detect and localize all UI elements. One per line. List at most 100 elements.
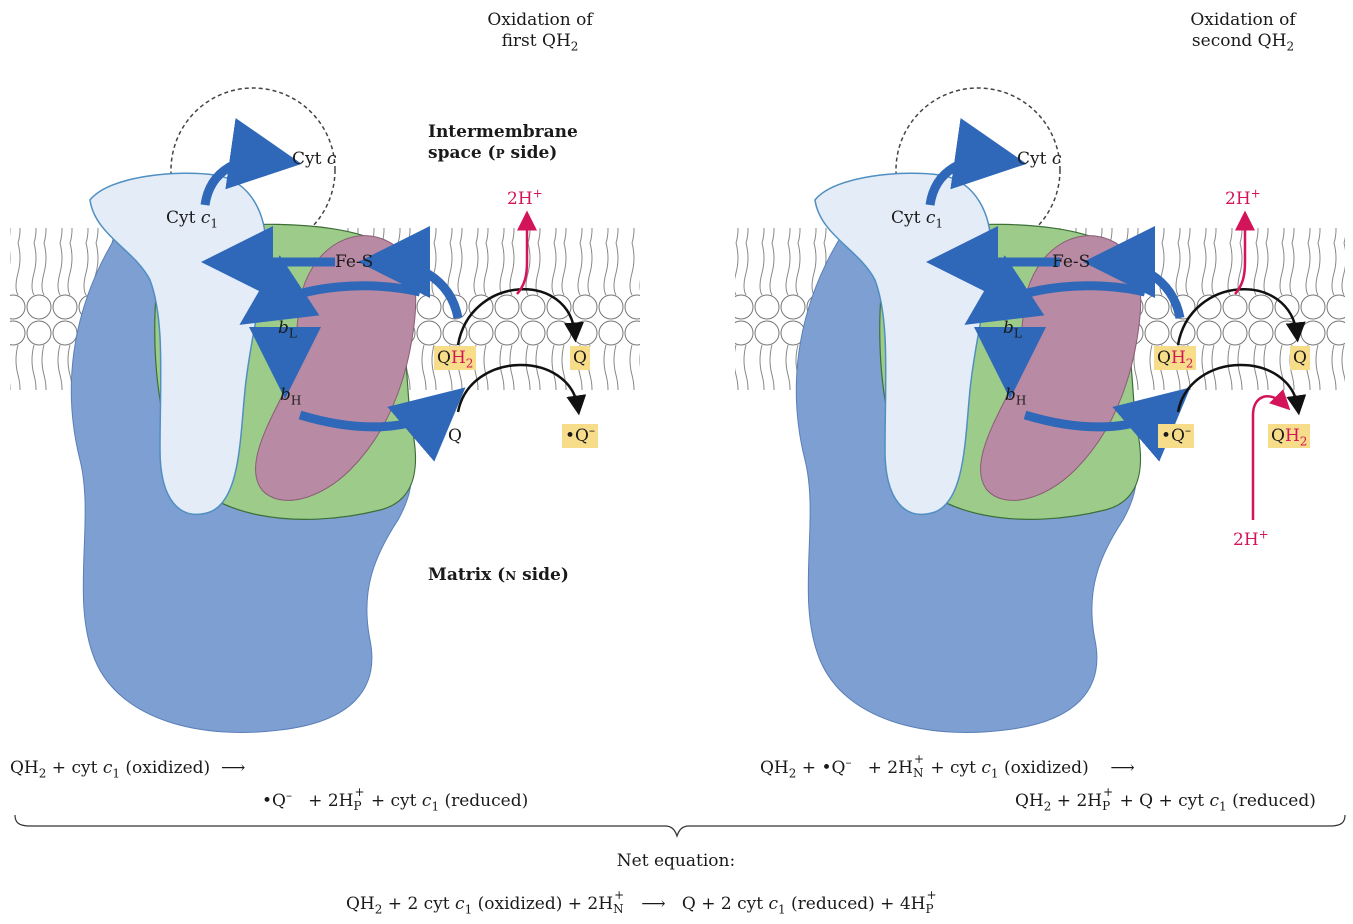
bh-sub: H [291,393,301,407]
cyt-c1-italic-2: c [926,208,936,228]
eq2-q: Q [832,758,846,778]
eq2-hp: +P [1102,796,1114,806]
qh2-h-2: H [1171,348,1186,368]
eq1-2h: + 2H [303,791,354,811]
qh2-q: Q [437,348,451,368]
eq1-q: Q [272,791,286,811]
cyt-c-text-2: Cyt [1017,149,1052,169]
eq1-minus: – [286,788,292,802]
eq1-dot: • [262,791,272,811]
bh-label: bH [280,385,301,406]
bl-label: bL [278,318,297,339]
eq2-arrow: ⟶ [1110,758,1134,778]
proton-text: 2H [507,189,533,209]
intermembrane-line2: space (p side) [428,143,578,164]
title-text: first QH [502,31,571,51]
qh2-box-2: QH2 [1154,346,1196,370]
eq1-hp-sub: P [353,800,361,812]
cyt-c-italic: c [327,149,337,169]
net-hn-sub: N [613,903,624,915]
eq1-c2-sub: 1 [431,799,439,813]
eq2-c2: c [1210,791,1220,811]
eq2-hn-sub: N [913,767,924,779]
proton-bottom-sup: + [1259,527,1269,541]
cyt-c1-label: Cyt c1 [166,208,218,229]
bh-italic: b [280,385,291,405]
panel-1-artwork [10,88,640,732]
q-box-right-2: Q [1290,346,1310,370]
panel-1-title-line2: first QH2 [470,31,610,52]
cyt-c1-text: Cyt [166,208,201,228]
eq2-line2: QH2 + 2H+P + Q + cyt c1 (reduced) [1015,790,1316,812]
eq1-plus-cyt: + cyt [46,758,102,778]
eq2-c2-sub: 1 [1219,799,1227,813]
bh-sub-2: H [1016,393,1026,407]
cyt-c-label-2: Cyt c [1017,149,1061,170]
net-reduced-4h: (reduced) + 4H [791,894,925,914]
eq2-hp-sub: P [1102,800,1110,812]
eq2-hp-sup: + [1103,786,1113,798]
fes-label-2: Fe-S [1052,252,1090,273]
proton-label: 2H+ [507,189,543,210]
qh2-sub-2: 2 [1186,356,1194,370]
net-c-sub: 1 [465,902,473,916]
net-q-2cyt: Q + 2 cyt [682,894,769,914]
proton-label-bottom-2: 2H+ [1233,530,1269,551]
eq2-c-sub: 1 [991,766,999,780]
cyt-c-italic-2: c [1052,149,1062,169]
panel-1-title-line1: Oxidation of [470,10,610,31]
qh2b-sub: 2 [1300,434,1308,448]
net-c: c [455,894,465,914]
net-hn: +N [613,899,625,909]
cyt-c-label: Cyt c [292,149,336,170]
eq2-plus-cyt: + cyt [925,758,981,778]
intermembrane-text-end: side) [505,143,558,163]
eq2-hn-sup: + [914,753,924,765]
bh-label-2: bH [1005,385,1026,406]
eq1-hp-sup: + [354,786,364,798]
eq2-plus: + [796,758,821,778]
matrix-text-end: side) [516,565,569,585]
eq2-2h: + 2H [862,758,913,778]
panel-2-artwork [735,88,1345,732]
bl-sub: L [289,326,297,340]
proton-bottom-text: 2H [1233,530,1259,550]
bl-sub-2: L [1014,326,1022,340]
intermembrane-sc: p [496,143,505,163]
eq2-qh2: QH [1015,791,1044,811]
semiq-q-2: Q [1171,426,1185,446]
eq1-c: c [103,758,113,778]
eq2-oxidized: (oxidized) [1004,758,1089,778]
matrix-label: Matrix (n side) [428,565,569,586]
semiq-dot-2: • [1161,426,1171,446]
matrix-text: Matrix ( [428,565,505,585]
proton-top-sup: + [1251,186,1261,200]
semiq-minus-2: – [1185,423,1191,437]
eq2-minus: – [845,755,851,769]
eq1-reduced: (reduced) [444,791,528,811]
eq2-hn: +N [913,763,925,773]
eq1-qh: QH [10,758,39,778]
qh2-q-2: Q [1157,348,1171,368]
qh2-box: QH2 [434,346,476,370]
panel-2-title-line2: second QH2 [1168,31,1318,52]
proton-label-top-2: 2H+ [1225,189,1261,210]
eq1-c2: c [422,791,432,811]
matrix-sc: n [505,565,516,585]
net-c2-sub: 1 [778,902,786,916]
net-hn-sup: + [614,889,624,901]
semiq-minus: – [589,423,595,437]
q-box-right: Q [570,346,590,370]
proton-uptake-arrow [1253,396,1285,520]
net-hp-sub: P [925,903,933,915]
net-arrow: ⟶ [641,894,665,914]
semiquinone-box-2: •Q– [1158,424,1194,448]
q-box-lower: Q [445,424,465,448]
eq1-oxidized: (oxidized) [125,758,210,778]
eq1-plus-cyt2: + cyt [365,791,421,811]
panel-2-title-line1: Oxidation of [1168,10,1318,31]
title-sub: 2 [571,39,579,53]
qh2-box-lower-2: QH2 [1268,424,1310,448]
net-2cyt: + 2 cyt [382,894,455,914]
